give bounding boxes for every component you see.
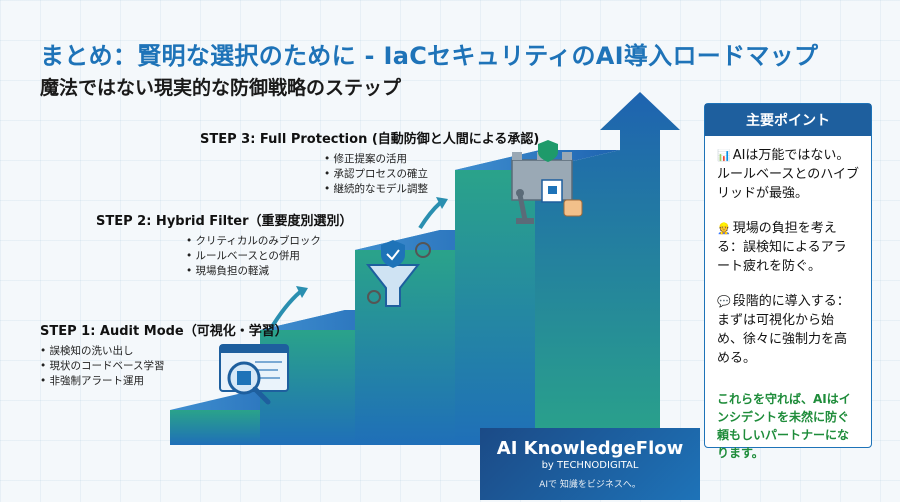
step-1-list: 誤検知の洗い出し 現状のコードベース学習 非強制アラート運用	[40, 344, 288, 389]
step-3-title: STEP 3: Full Protection (自動防御と人間による承認)	[200, 132, 540, 147]
step-1-item: 現状のコードベース学習	[40, 359, 288, 374]
key-point-text: 段階的に導入する：まずは可視化から始め、徐々に強制力を高める。	[717, 294, 850, 366]
step-2-item: クリティカルのみブロック	[186, 234, 353, 249]
speech-icon: 💬	[717, 295, 731, 308]
brand-tagline: AIで 知識をビジネスへ。	[539, 480, 641, 490]
step-2-title: STEP 2: Hybrid Filter（重要度別選別）	[96, 214, 353, 229]
arrow-step-2-to-3	[418, 201, 442, 230]
funnel-shield-icon	[365, 240, 431, 307]
step-1-item: 誤検知の洗い出し	[40, 344, 288, 359]
brand-logo-box: AI KnowledgeFlow by TECHNODIGITAL AIで 知識…	[480, 428, 700, 500]
stair-step-1-front	[170, 410, 260, 445]
brand-name: AI KnowledgeFlow	[496, 438, 684, 459]
step-2-list: クリティカルのみブロック ルールベースとの併用 現場負担の軽減	[186, 234, 353, 279]
step-3-list: 修正提案の活用 承認プロセスの確立 継続的なモデル調整	[324, 152, 539, 197]
key-points-panel: 主要ポイント 📊AIは万能ではない。ルールベースとのハイブリッドが最強。 👷現場…	[704, 103, 872, 460]
brand-by: by TECHNODIGITAL	[541, 460, 639, 471]
key-point-text: AIは万能ではない。ルールベースとのハイブリッドが最強。	[717, 148, 859, 201]
key-point-3: 💬段階的に導入する：まずは可視化から始め、徐々に強制力を高める。	[717, 292, 859, 368]
page-subtitle: 魔法ではない現実的な防御戦略のステップ	[40, 77, 402, 99]
step-2-item: ルールベースとの併用	[186, 249, 353, 264]
step-1-title: STEP 1: Audit Mode（可視化・学習）	[40, 324, 288, 339]
page-title: まとめ：賢明な選択のために - IaCセキュリティのAI導入ロードマップ	[40, 42, 819, 70]
step-1: STEP 1: Audit Mode（可視化・学習） 誤検知の洗い出し 現状のコ…	[40, 320, 288, 389]
step-3-item: 継続的なモデル調整	[324, 182, 539, 197]
key-points-footer: これらを守れば、AIはインシデントを未然に防ぐ頼もしいパートナーになります。	[717, 392, 851, 460]
chart-icon: 📊	[717, 149, 731, 162]
step-1-item: 非強制アラート運用	[40, 374, 288, 389]
key-points-heading: 主要ポイント	[705, 104, 871, 136]
key-point-2: 👷現場の負担を考える：誤検知によるアラート疲れを防ぐ。	[717, 219, 859, 276]
key-point-text: 現場の負担を考える：誤検知によるアラート疲れを防ぐ。	[717, 221, 847, 274]
worker-icon: 👷	[717, 222, 731, 235]
step-3-item: 修正提案の活用	[324, 152, 539, 167]
step-3-item: 承認プロセスの確立	[324, 167, 539, 182]
arrow-step-1-to-2	[268, 290, 302, 332]
step-2: STEP 2: Hybrid Filter（重要度別選別） クリティカルのみブロ…	[96, 210, 353, 279]
key-point-1: 📊AIは万能ではない。ルールベースとのハイブリッドが最強。	[717, 146, 859, 203]
stair-step-4-front	[455, 170, 535, 445]
step-2-item: 現場負担の軽減	[186, 264, 353, 279]
step-3: STEP 3: Full Protection (自動防御と人間による承認) 修…	[200, 128, 539, 197]
